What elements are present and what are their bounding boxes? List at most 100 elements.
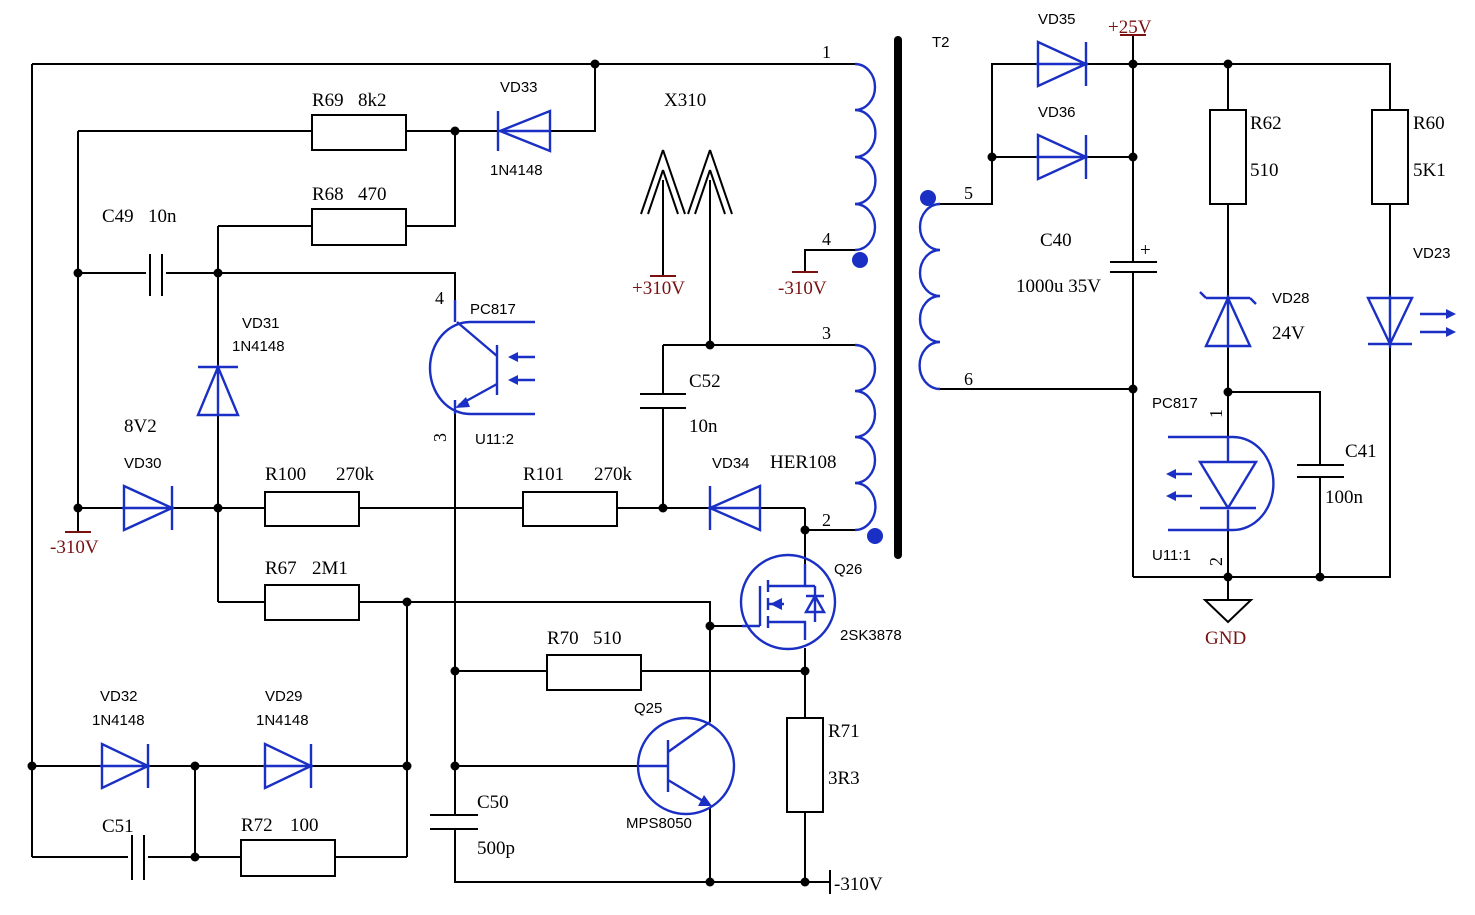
power-minus310-left: -310V — [50, 531, 99, 558]
transformer-t2: T2 1 4 3 2 5 6 — [822, 34, 973, 559]
diode-vd32: VD32 1N4148 — [92, 688, 151, 790]
q26-ref: Q26 — [834, 561, 862, 578]
junctions — [27, 59, 1325, 887]
power-minus310-bottom: -310V — [829, 870, 883, 895]
power-plus25: +25V — [1108, 17, 1152, 38]
t2-pin3: 3 — [822, 323, 831, 343]
resistor-r100: R100 270k — [264, 464, 375, 527]
bjt-q25: Q25 MPS8050 — [626, 700, 736, 832]
vd29-ref: VD29 — [265, 688, 303, 705]
c40-plus: + — [1140, 240, 1151, 261]
c50-value: 500p — [477, 838, 515, 859]
resistor-r68: R68 470 — [311, 184, 407, 246]
vd28-value: 24V — [1272, 323, 1305, 344]
vd32-ref: VD32 — [100, 688, 138, 705]
t2-ref: T2 — [932, 34, 950, 51]
r101-value: 270k — [594, 464, 633, 485]
x310-ref: X310 — [664, 90, 706, 111]
minus310-label-bottom: -310V — [834, 874, 883, 895]
r72-value: 100 — [290, 815, 319, 836]
r67-value: 2M1 — [312, 558, 348, 579]
minus310-label-left: -310V — [50, 537, 99, 558]
r70-value: 510 — [593, 628, 622, 649]
pc817-tr-unit: U11:2 — [475, 431, 514, 448]
vd29-value: 1N4148 — [256, 712, 309, 729]
t2-pin2: 2 — [822, 510, 831, 530]
capacitor-c41: C41 100n — [1297, 441, 1377, 508]
pc817-tr-pin4: 4 — [435, 288, 444, 308]
vd33-value: 1N4148 — [490, 162, 543, 179]
r100-value: 270k — [336, 464, 375, 485]
capacitor-c52: C52 10n — [640, 371, 721, 437]
resistor-r62: R62 510 — [1209, 109, 1282, 205]
vd35-ref: VD35 — [1038, 11, 1076, 28]
power-minus310-top: -310V — [778, 271, 827, 299]
pc817-led-ref: PC817 — [1152, 395, 1198, 412]
diode-vd35: VD35 — [1036, 11, 1089, 88]
gnd-label: GND — [1205, 628, 1246, 649]
c40-ref: C40 — [1040, 230, 1072, 251]
vd31-ref: VD31 — [242, 315, 280, 332]
vd31-value: 1N4148 — [232, 338, 285, 355]
resistor-r67: R67 2M1 — [264, 558, 360, 621]
diode-vd29: VD29 1N4148 — [256, 688, 314, 790]
resistor-r60: R60 5K1 — [1371, 109, 1446, 205]
vd32-value: 1N4148 — [92, 712, 145, 729]
c49-ref: C49 — [102, 206, 134, 227]
diode-vd28-zener: VD28 24V — [1199, 290, 1310, 348]
c49-value: 10n — [148, 206, 177, 227]
vd33-ref: VD33 — [500, 79, 538, 96]
r100-ref: R100 — [265, 464, 306, 485]
plus310-label: +310V — [632, 278, 685, 299]
q26-value: 2SK3878 — [840, 627, 902, 644]
vd34-value: HER108 — [770, 452, 837, 473]
c50-ref: C50 — [477, 792, 509, 813]
vd34-ref: VD34 — [712, 455, 750, 472]
wires — [31, 35, 1391, 883]
r70-ref: R70 — [547, 628, 579, 649]
pc817-led-pin2: 2 — [1206, 557, 1226, 566]
r69-ref: R69 — [312, 90, 344, 111]
resistor-r70: R70 510 — [546, 628, 642, 691]
r60-ref: R60 — [1413, 113, 1445, 134]
t2-pin5: 5 — [964, 183, 973, 203]
t2-pin1: 1 — [822, 42, 831, 62]
capacitor-c50: C50 500p — [430, 792, 515, 859]
resistor-r101: R101 270k — [522, 464, 633, 527]
t2-pin4: 4 — [822, 229, 831, 249]
c51-ref: C51 — [102, 816, 134, 837]
c40-value: 1000u 35V — [1016, 276, 1101, 297]
c41-ref: C41 — [1345, 441, 1377, 462]
diode-vd36: VD36 — [1036, 104, 1089, 181]
diode-vd30: 8V2 VD30 — [122, 416, 175, 532]
pc817-led-pin1: 1 — [1206, 409, 1226, 418]
optocoupler-led-u11-1: PC817 U11:1 1 2 — [1152, 395, 1275, 566]
r62-ref: R62 — [1250, 113, 1282, 134]
mosfet-q26: Q26 2SK3878 — [739, 553, 902, 651]
r71-value: 3R3 — [828, 768, 860, 789]
capacitor-c51: C51 — [102, 816, 145, 880]
led-vd23: VD23 — [1366, 245, 1456, 348]
c41-value: 100n — [1325, 487, 1364, 508]
r72-ref: R72 — [241, 815, 273, 836]
optocoupler-transistor-u11-2: PC817 U11:2 4 3 — [428, 288, 535, 448]
diode-vd34: VD34 HER108 — [707, 452, 837, 532]
pc817-led-unit: U11:1 — [1152, 547, 1191, 564]
r69-value: 8k2 — [358, 90, 387, 111]
c52-value: 10n — [689, 416, 718, 437]
vd30-ref: VD30 — [124, 455, 162, 472]
plus25-label: +25V — [1108, 17, 1152, 38]
pc817-tr-pin3: 3 — [430, 433, 450, 442]
power-plus310: +310V — [632, 275, 685, 299]
connector-x310: X310 — [640, 90, 733, 215]
vd36-ref: VD36 — [1038, 104, 1076, 121]
r62-value: 510 — [1250, 160, 1279, 181]
resistor-r69: R69 8k2 — [311, 90, 407, 151]
vd28-ref: VD28 — [1272, 290, 1310, 307]
r60-value: 5K1 — [1413, 160, 1446, 181]
capacitor-c40: + C40 1000u 35V — [1016, 230, 1157, 297]
t2-pin6: 6 — [964, 369, 973, 389]
vd23-ref: VD23 — [1413, 245, 1451, 262]
r68-value: 470 — [358, 184, 387, 205]
